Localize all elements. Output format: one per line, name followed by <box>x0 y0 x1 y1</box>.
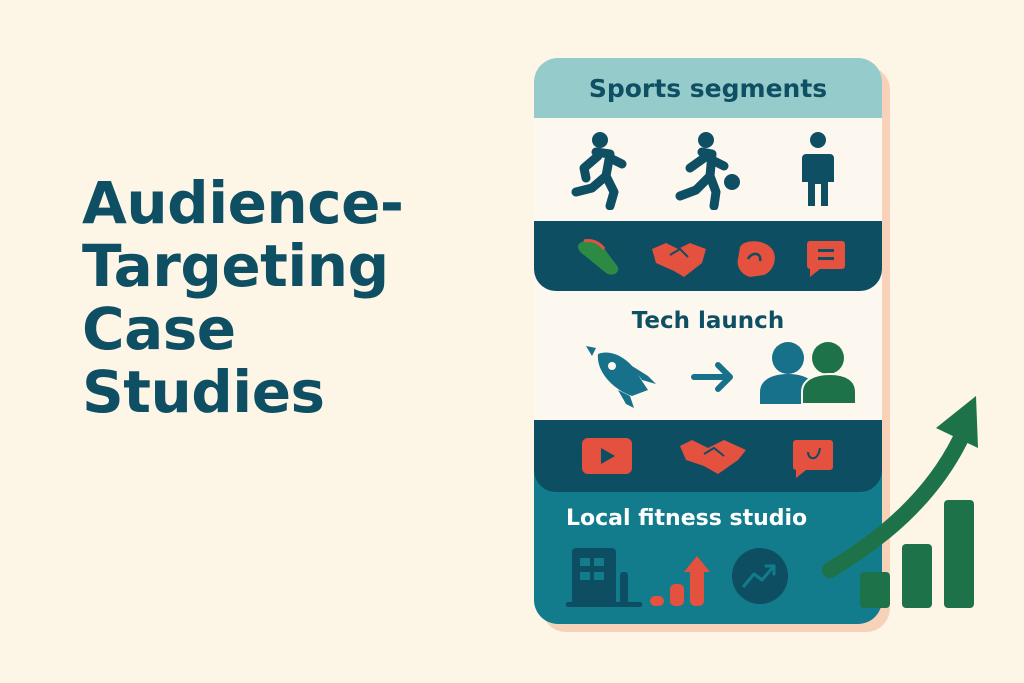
growth-arrow-bars-icon <box>822 396 978 608</box>
sports-people-row <box>534 118 882 222</box>
chat-bubble-icon <box>807 241 845 277</box>
arrow-right-icon <box>691 362 733 392</box>
section-title-sports: Sports segments <box>534 58 882 118</box>
title-line: Audience- <box>82 169 404 237</box>
building-icon <box>566 548 642 607</box>
section-title-local: Local fitness studio <box>566 506 808 531</box>
basketball-player-icon <box>675 132 740 210</box>
video-play-icon <box>582 438 632 474</box>
boxing-glove-icon <box>737 241 775 277</box>
page-title: Audience- Targeting Case Studies <box>82 172 404 424</box>
rising-bars-icon <box>650 556 710 606</box>
title-line: Case <box>82 295 236 363</box>
title-line: Studies <box>82 358 325 426</box>
rocket-icon <box>586 346 656 408</box>
standing-person-icon <box>802 132 834 206</box>
sneaker-icon <box>577 239 619 275</box>
title-line: Targeting <box>82 232 389 300</box>
runner-icon <box>571 132 627 210</box>
case-study-card: Sports segments <box>534 58 882 624</box>
handshake-icon <box>652 243 706 277</box>
chat-bubble-icon <box>793 440 833 478</box>
sports-channels-band <box>534 221 882 291</box>
handshake-icon <box>680 440 746 474</box>
trend-circle-icon <box>732 548 788 604</box>
tech-channels-band <box>534 420 882 492</box>
users-group-icon <box>760 342 857 405</box>
section-title-tech: Tech launch <box>631 308 785 334</box>
